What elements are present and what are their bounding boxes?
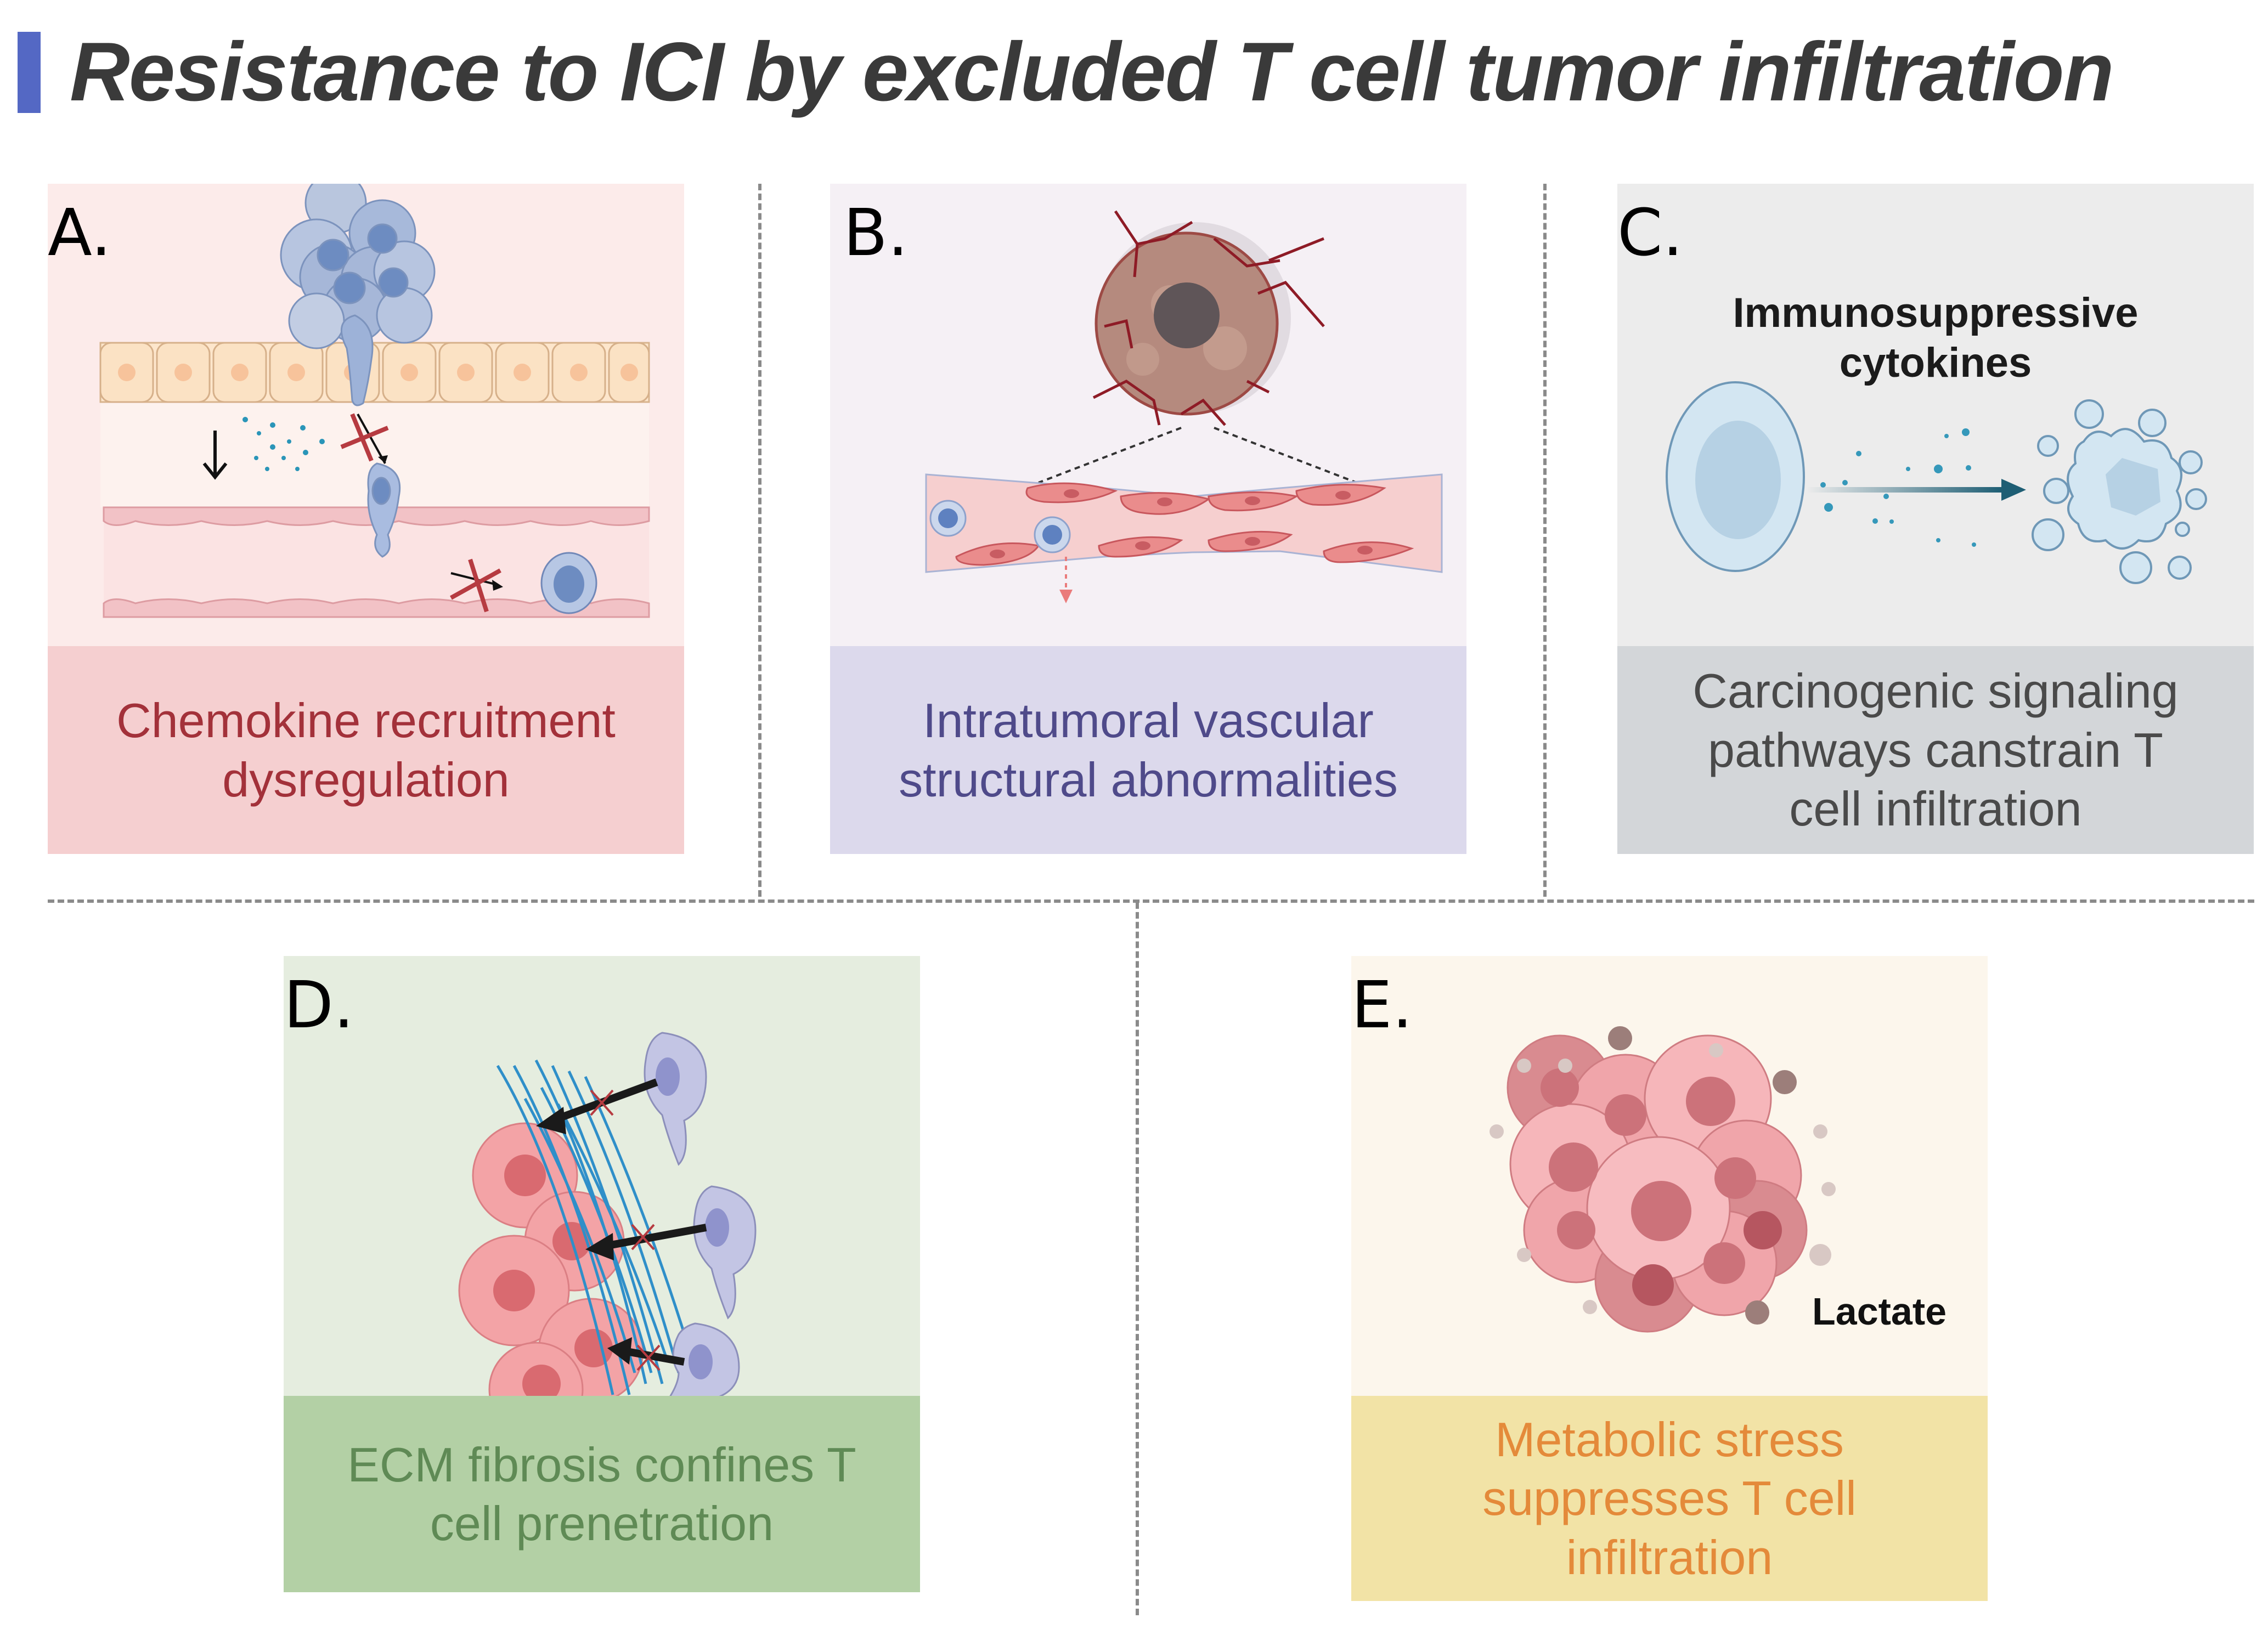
panel-a-illustration: A. [48, 184, 684, 646]
page-title: Resistance to ICI by excluded T cell tum… [70, 25, 2114, 118]
caption-line: Intratumoral vascular [923, 693, 1374, 748]
panel-c-illustration: C. Immunosuppressive cytokines [1617, 184, 2254, 646]
panel-b-caption: Intratumoral vascular structural abnorma… [830, 646, 1466, 854]
caption-line: pathways canstrain T [1708, 722, 2163, 777]
panel-a-caption: Chemokine recruitment dysregulation [48, 646, 684, 854]
caption-line: infiltration [1566, 1530, 1773, 1585]
t-cell-icon [540, 552, 597, 614]
caption-line: cell infiltration [1789, 782, 2082, 836]
panel-b: B. [830, 184, 1466, 854]
panel-c: C. Immunosuppressive cytokines [1617, 184, 2254, 854]
lactate-label: Lactate [1812, 1290, 1947, 1333]
panel-letter: D. [284, 967, 354, 1043]
divider-a-b [758, 184, 761, 897]
tumor-cell-icon [1666, 381, 1805, 572]
annotation-line: cytokines [1839, 340, 2032, 387]
panel-d-illustration: D. [284, 956, 920, 1396]
panel-e-caption: Metabolic stress suppresses T cell infil… [1351, 1396, 1988, 1601]
caption-line: cell prenetration [430, 1496, 774, 1551]
divider-d-e [1136, 902, 1139, 1615]
panel-letter: A. [48, 195, 112, 270]
caption-line: suppresses T cell [1482, 1471, 1857, 1526]
blocked-arrow-icon [536, 1078, 707, 1371]
panel-e: E. [1351, 956, 1988, 1601]
caption-line: Chemokine recruitment [116, 693, 616, 748]
chemokine-dots-icon [242, 417, 325, 471]
panel-a: A. [48, 184, 684, 854]
lactate-molecule-icon [1490, 1026, 1836, 1325]
panel-d-caption: ECM fibrosis confines T cell prenetratio… [284, 1396, 920, 1592]
title-accent-bar [18, 32, 41, 113]
divider-b-c [1543, 184, 1547, 897]
caption-line: Metabolic stress [1495, 1412, 1844, 1467]
panel-letter: E. [1351, 967, 1413, 1043]
panel-c-caption: Carcinogenic signaling pathways canstrai… [1617, 646, 2254, 854]
caption-line: dysregulation [222, 752, 510, 807]
tumor-cell-cluster-icon [280, 184, 436, 406]
panel-b-illustration: B. [830, 184, 1466, 646]
cytokine-annotation: Immunosuppressive cytokines [1617, 288, 2254, 388]
nucleus-fragment [2106, 458, 2160, 516]
blocked-migration-cross-icon [340, 413, 389, 464]
divider-row [48, 899, 2254, 903]
epithelial-layer-icon [99, 342, 650, 403]
zoom-guide-lines [1038, 427, 1357, 484]
abnormal-vessel-icon [925, 473, 1443, 573]
cytokine-arrow-icon [1807, 428, 2026, 547]
annotation-line: Immunosuppressive [1733, 290, 2139, 336]
panel-d: D. [284, 956, 920, 1592]
t-cell-icon [929, 500, 1071, 553]
caption-line: structural abnormalities [899, 752, 1398, 807]
caption-line: ECM fibrosis confines T [347, 1437, 856, 1492]
panel-letter: C. [1617, 195, 1683, 270]
vascularized-tumor-icon [1092, 210, 1325, 426]
caption-line: Carcinogenic signaling [1692, 664, 2179, 719]
panel-letter: B. [843, 195, 909, 270]
blocked-migration-cross-icon [450, 558, 503, 613]
down-arrow-icon [202, 431, 228, 480]
panel-e-illustration: E. [1351, 956, 1988, 1396]
t-cell-icon [367, 462, 401, 558]
